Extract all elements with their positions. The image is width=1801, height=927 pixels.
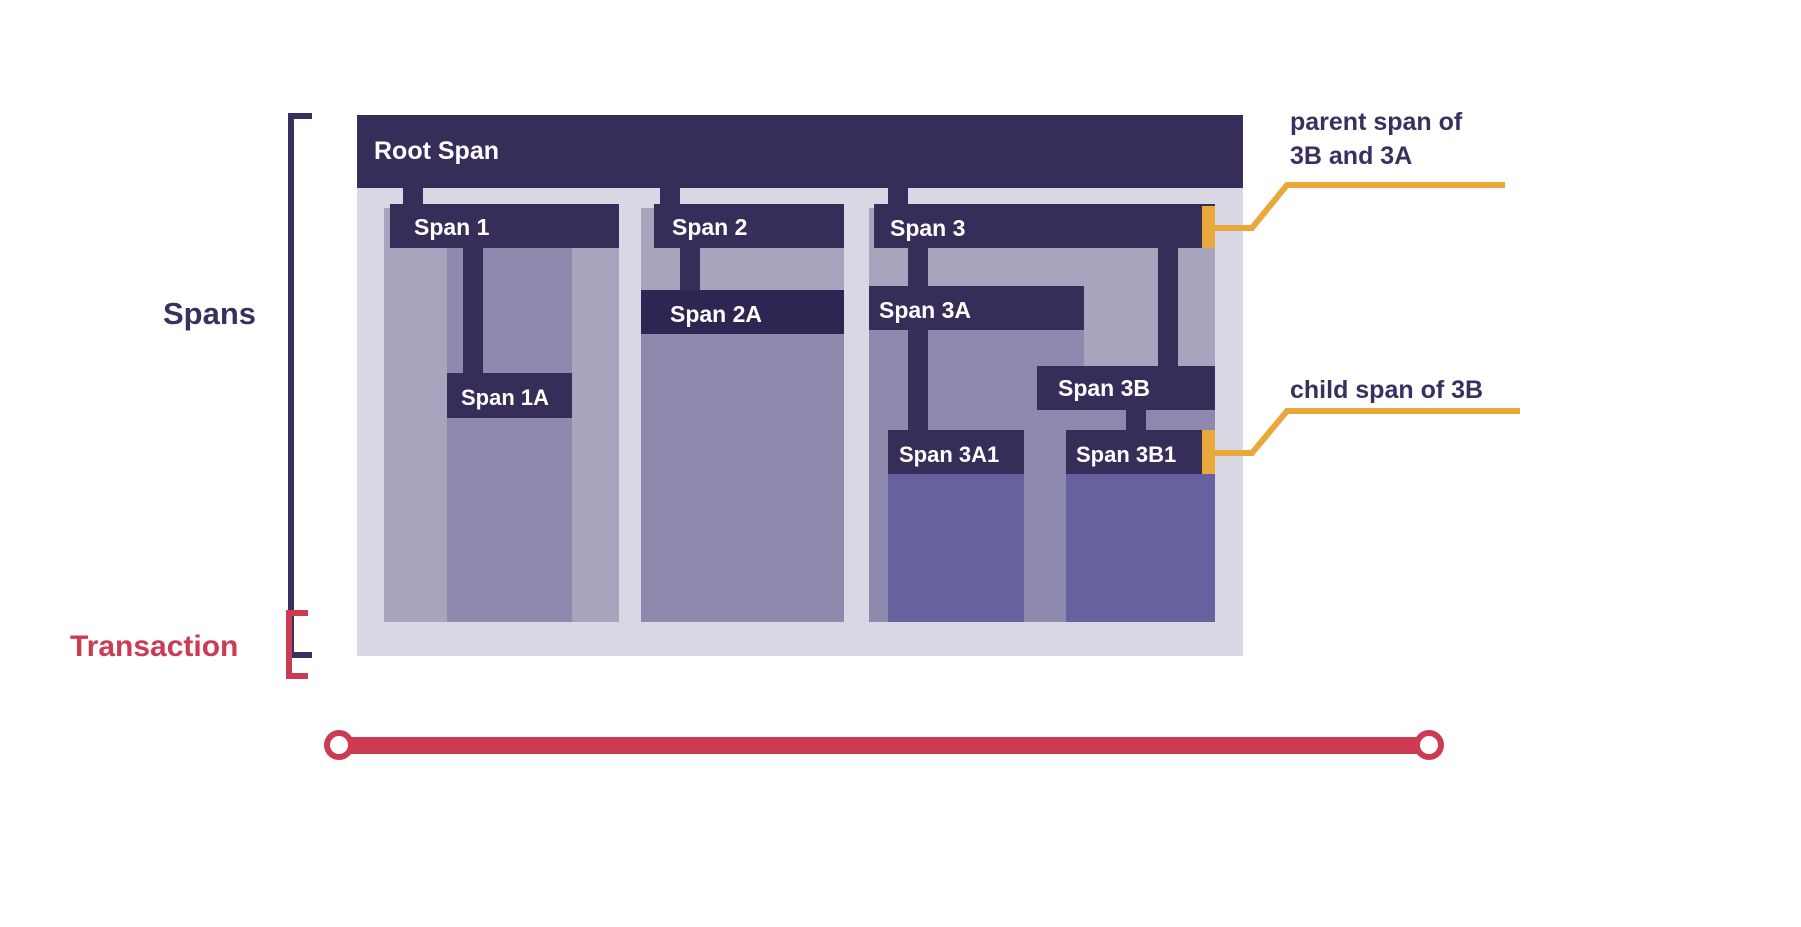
annotation-parent-leader-line xyxy=(1213,182,1505,231)
connector-span-3a-to-3a1 xyxy=(908,327,928,437)
span-label-span-1: Span 1 xyxy=(414,214,490,240)
parent-span-highlight-marker xyxy=(1202,206,1215,248)
span-label-span-3a1: Span 3A1 xyxy=(899,442,999,467)
transaction-end-marker[interactable] xyxy=(1414,730,1444,760)
span-label-span-3b1: Span 3B1 xyxy=(1076,442,1176,467)
span-label-span-2a: Span 2A xyxy=(670,301,762,327)
spans-bracket xyxy=(288,113,312,658)
span-bar-span-2a[interactable] xyxy=(641,290,844,334)
connector-span-3-to-3b xyxy=(1158,243,1178,373)
span-2a-fill xyxy=(641,294,844,622)
span-bar-span-3[interactable] xyxy=(874,204,1215,248)
transaction-group-label: Transaction xyxy=(70,630,238,663)
connector-span-3-to-3a xyxy=(908,243,928,293)
transaction-bracket xyxy=(286,610,308,679)
column-1-gutter xyxy=(357,208,384,622)
annotation-child-leader-line xyxy=(1213,408,1520,456)
span-bar-span-3b1[interactable] xyxy=(1066,430,1215,474)
span-bar-span-1a[interactable] xyxy=(447,373,572,418)
span-bar-root[interactable] xyxy=(357,115,1243,188)
child-span-highlight-marker xyxy=(1202,430,1215,474)
span-label-span-1a: Span 1A xyxy=(461,385,549,410)
span-bar-span-2[interactable] xyxy=(654,204,844,248)
annotation-parent-line-2: 3B and 3A xyxy=(1290,142,1412,170)
connector-span-1-to-1a xyxy=(463,243,483,380)
span-label-span-2: Span 2 xyxy=(672,214,747,240)
span-label-span-3b: Span 3B xyxy=(1058,375,1150,401)
annotation-parent-line-1: parent span of xyxy=(1290,108,1463,136)
span-bar-span-3a1[interactable] xyxy=(888,430,1024,474)
span-label-root: Root Span xyxy=(374,137,499,165)
spans-group-label: Spans xyxy=(163,296,256,331)
span-label-span-3a: Span 3A xyxy=(879,297,971,323)
annotation-child-line-1: child span of 3B xyxy=(1290,376,1483,404)
span-label-span-3: Span 3 xyxy=(890,215,965,241)
span-bar-span-3a[interactable] xyxy=(869,286,1084,330)
span-bar-span-1[interactable] xyxy=(390,204,619,248)
span-bar-span-3b[interactable] xyxy=(1037,366,1215,410)
transaction-bar[interactable] xyxy=(340,737,1430,754)
connector-span-2-to-2a xyxy=(680,243,700,295)
transaction-start-marker[interactable] xyxy=(324,730,354,760)
